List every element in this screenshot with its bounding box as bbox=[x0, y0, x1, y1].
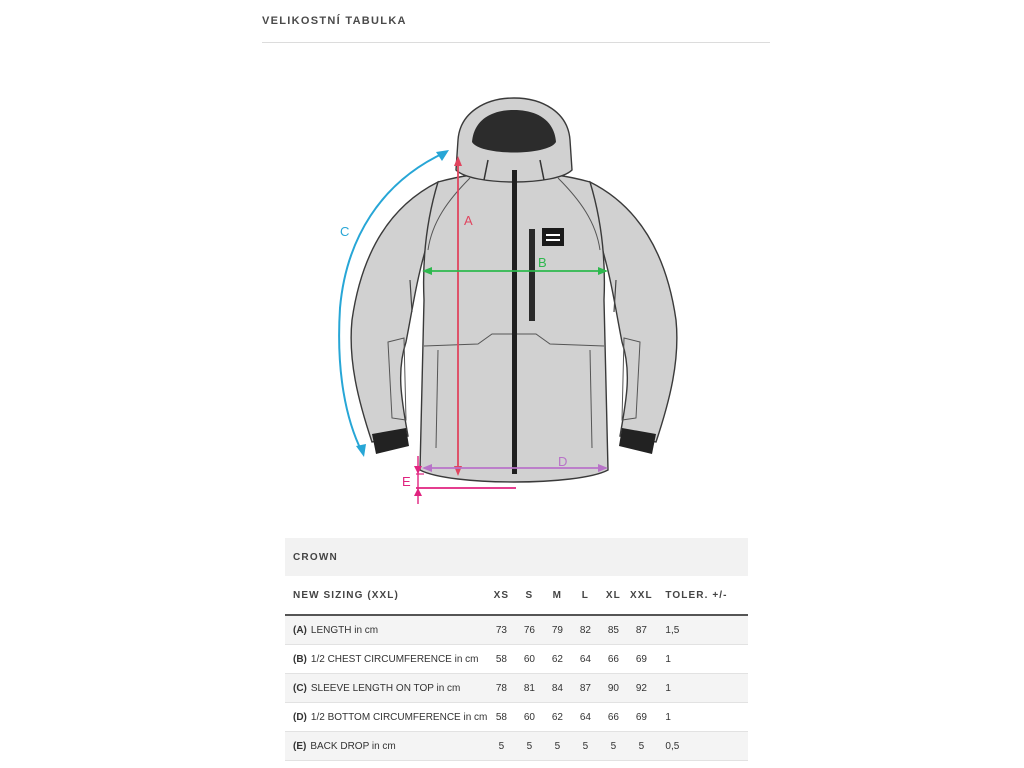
title-divider bbox=[262, 42, 770, 43]
measure-b-arrow-right bbox=[598, 267, 608, 275]
logo-patch bbox=[542, 228, 564, 246]
row-value: 87 bbox=[627, 615, 656, 645]
size-table: CROWN NEW SIZING (XXL) XS S M L XL XXL T… bbox=[285, 538, 748, 761]
label-b: B bbox=[538, 255, 547, 270]
row-value: 58 bbox=[487, 702, 516, 732]
left-raglan-seam bbox=[427, 177, 471, 251]
measure-e-arrow-bottom bbox=[414, 488, 422, 496]
row-value: 62 bbox=[543, 702, 572, 732]
right-cuff bbox=[619, 428, 656, 454]
row-tolerance: 1,5 bbox=[655, 615, 748, 645]
table-caption-row: CROWN bbox=[285, 538, 748, 576]
left-vent bbox=[409, 279, 413, 313]
right-sleeve bbox=[589, 180, 678, 443]
measure-c-arrow-top bbox=[436, 150, 449, 161]
jacket-measurement-diagram: A B C D E bbox=[338, 97, 678, 504]
left-cuff bbox=[372, 428, 409, 454]
row-value: 60 bbox=[515, 702, 544, 732]
row-value: 62 bbox=[543, 644, 572, 674]
header-size-s: S bbox=[515, 576, 544, 616]
row-tolerance: 0,5 bbox=[655, 731, 748, 761]
row-value: 90 bbox=[599, 673, 628, 703]
label-d: D bbox=[558, 454, 567, 469]
table-row: (A)LENGTH in cm 73 76 79 82 85 87 1,5 bbox=[285, 615, 748, 645]
row-tolerance: 1 bbox=[655, 673, 748, 703]
header-tolerance: TOLER. +/- bbox=[655, 576, 748, 616]
row-value: 5 bbox=[543, 731, 572, 761]
row-value: 66 bbox=[599, 644, 628, 674]
row-label: 1/2 BOTTOM CIRCUMFERENCE in cm bbox=[310, 711, 488, 723]
row-tolerance: 1 bbox=[655, 644, 748, 674]
measure-c-arrow-bottom bbox=[356, 444, 366, 457]
row-label: SLEEVE LENGTH ON TOP in cm bbox=[310, 682, 461, 694]
row-value: 87 bbox=[571, 673, 600, 703]
row-value: 5 bbox=[571, 731, 600, 761]
label-a: A bbox=[464, 213, 473, 228]
table-row: (C)SLEEVE LENGTH ON TOP in cm 78 81 84 8… bbox=[285, 673, 748, 703]
row-value: 84 bbox=[543, 673, 572, 703]
header-label: NEW SIZING (XXL) bbox=[285, 576, 488, 616]
row-value: 82 bbox=[571, 615, 600, 645]
measure-b-arrow-left bbox=[422, 267, 432, 275]
header-size-xxl: XXL bbox=[627, 576, 656, 616]
left-sleeve-tab bbox=[387, 337, 407, 421]
row-tolerance: 1 bbox=[655, 702, 748, 732]
left-pocket bbox=[435, 349, 439, 449]
row-value: 81 bbox=[515, 673, 544, 703]
row-value: 92 bbox=[627, 673, 656, 703]
row-value: 64 bbox=[571, 702, 600, 732]
label-c: C bbox=[340, 224, 349, 239]
row-value: 60 bbox=[515, 644, 544, 674]
row-value: 85 bbox=[599, 615, 628, 645]
row-value: 58 bbox=[487, 644, 516, 674]
row-value: 69 bbox=[627, 644, 656, 674]
row-value: 5 bbox=[599, 731, 628, 761]
row-value: 5 bbox=[487, 731, 516, 761]
row-value: 76 bbox=[515, 615, 544, 645]
table-row: (B)1/2 CHEST CIRCUMFERENCE in cm 58 60 6… bbox=[285, 644, 748, 674]
right-pocket bbox=[589, 349, 593, 449]
header-size-m: M bbox=[543, 576, 572, 616]
row-code: (C) bbox=[293, 682, 307, 694]
measure-d-arrow-left bbox=[422, 464, 432, 472]
row-value: 73 bbox=[487, 615, 516, 645]
row-value: 66 bbox=[599, 702, 628, 732]
table-row: (E)BACK DROP in cm 5 5 5 5 5 5 0,5 bbox=[285, 731, 748, 761]
hood-opening bbox=[472, 110, 556, 153]
right-vent bbox=[613, 279, 617, 313]
measure-a-arrow-top bbox=[454, 156, 462, 166]
left-drawcord bbox=[483, 159, 489, 181]
main-zipper bbox=[512, 170, 517, 474]
row-value: 69 bbox=[627, 702, 656, 732]
label-e: E bbox=[402, 474, 411, 489]
row-label: 1/2 CHEST CIRCUMFERENCE in cm bbox=[310, 653, 479, 665]
row-value: 64 bbox=[571, 644, 600, 674]
table-row: (D)1/2 BOTTOM CIRCUMFERENCE in cm 58 60 … bbox=[285, 702, 748, 732]
right-sleeve-tab bbox=[621, 337, 641, 421]
header-size-l: L bbox=[571, 576, 600, 616]
row-label: LENGTH in cm bbox=[310, 624, 379, 636]
row-value: 5 bbox=[515, 731, 544, 761]
left-sleeve bbox=[350, 180, 439, 443]
row-label: BACK DROP in cm bbox=[310, 740, 396, 752]
row-code: (B) bbox=[293, 653, 307, 665]
row-value: 78 bbox=[487, 673, 516, 703]
measure-d-arrow-right bbox=[598, 464, 608, 472]
row-code: (D) bbox=[293, 711, 307, 723]
right-raglan-seam bbox=[557, 177, 601, 251]
table-caption: CROWN bbox=[285, 538, 748, 576]
chest-pocket-zip bbox=[529, 229, 535, 321]
page-title: VELIKOSTNÍ TABULKA bbox=[262, 15, 407, 27]
row-value: 5 bbox=[627, 731, 656, 761]
row-code: (E) bbox=[293, 740, 307, 752]
right-drawcord bbox=[539, 159, 545, 181]
header-size-xl: XL bbox=[599, 576, 628, 616]
row-value: 79 bbox=[543, 615, 572, 645]
measure-e-arrow-top bbox=[414, 466, 422, 474]
measure-c-arc bbox=[338, 151, 447, 453]
row-code: (A) bbox=[293, 624, 307, 636]
table-header-row: NEW SIZING (XXL) XS S M L XL XXL TOLER. … bbox=[285, 576, 748, 616]
header-size-xs: XS bbox=[487, 576, 516, 616]
